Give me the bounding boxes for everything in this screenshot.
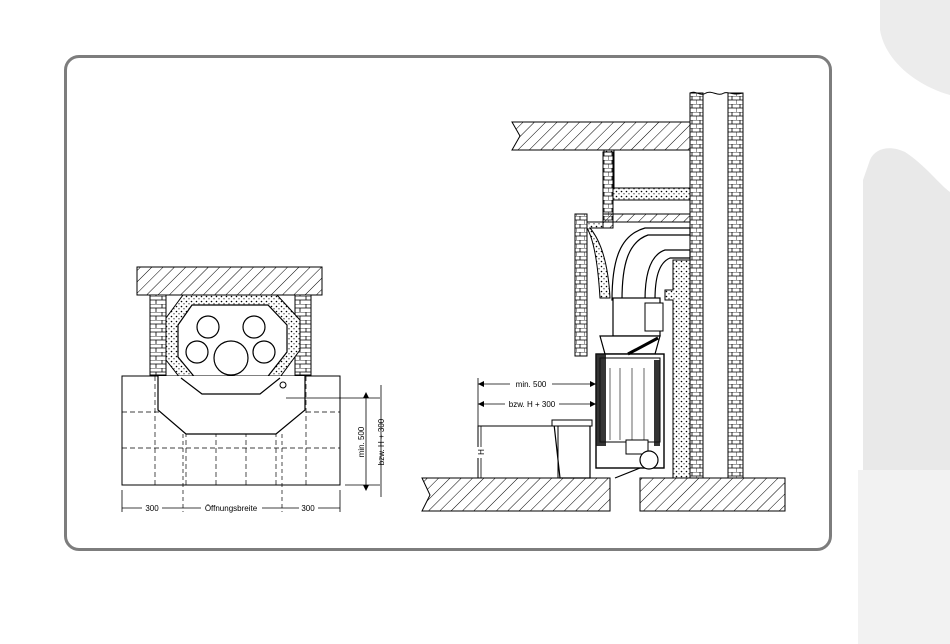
- plan-dim-h: bzw. H + 300: [377, 418, 386, 465]
- section-collar-flange: [645, 303, 663, 331]
- plan-dim-min: min. 500: [357, 426, 366, 457]
- section-rear-panel: [654, 360, 660, 446]
- section-air-duct: [615, 468, 640, 478]
- section-chimney-inner-wall: [690, 93, 703, 478]
- section-hood-wall-front: [575, 214, 587, 356]
- section-hood-insulation: [587, 222, 610, 298]
- plan-dim-left: 300: [145, 504, 159, 513]
- section-dim-height: H: [477, 449, 486, 455]
- section-floor-left: [422, 478, 610, 511]
- section-fan: [640, 451, 658, 469]
- section-door-frame: [596, 354, 606, 446]
- plan-dim-opening: Öffnungsbreite: [205, 504, 258, 513]
- plan-dim-right: 300: [301, 504, 315, 513]
- plan-wall-top: [137, 267, 322, 295]
- section-top-insulation: [604, 150, 690, 200]
- section-floor-plate: [478, 426, 558, 478]
- section-dim-h: bzw. H + 300: [509, 400, 556, 409]
- section-view: min. 500 bzw. H + 300 H: [422, 92, 785, 511]
- section-dim-min: min. 500: [516, 380, 547, 389]
- section-ceiling: [512, 122, 690, 150]
- section-hearth-step: [554, 424, 590, 478]
- section-rear-insulation: [665, 260, 690, 478]
- section-hood-wall-upper: [603, 152, 613, 222]
- plan-pipe: [197, 316, 219, 338]
- plan-pipe: [253, 341, 275, 363]
- plan-view: min. 500 bzw. H + 300 300 Öffnungsbreite…: [122, 267, 386, 513]
- section-hood-ceiling: [603, 214, 690, 228]
- section-chimney-outer-wall: [728, 93, 743, 478]
- plan-pipe: [243, 316, 265, 338]
- section-floor-right: [640, 478, 785, 511]
- plan-firebox: [158, 376, 305, 434]
- plan-flue: [214, 341, 248, 375]
- section-hearth-edge: [552, 420, 592, 426]
- plan-wall-left: [150, 295, 166, 375]
- plan-pipe: [186, 341, 208, 363]
